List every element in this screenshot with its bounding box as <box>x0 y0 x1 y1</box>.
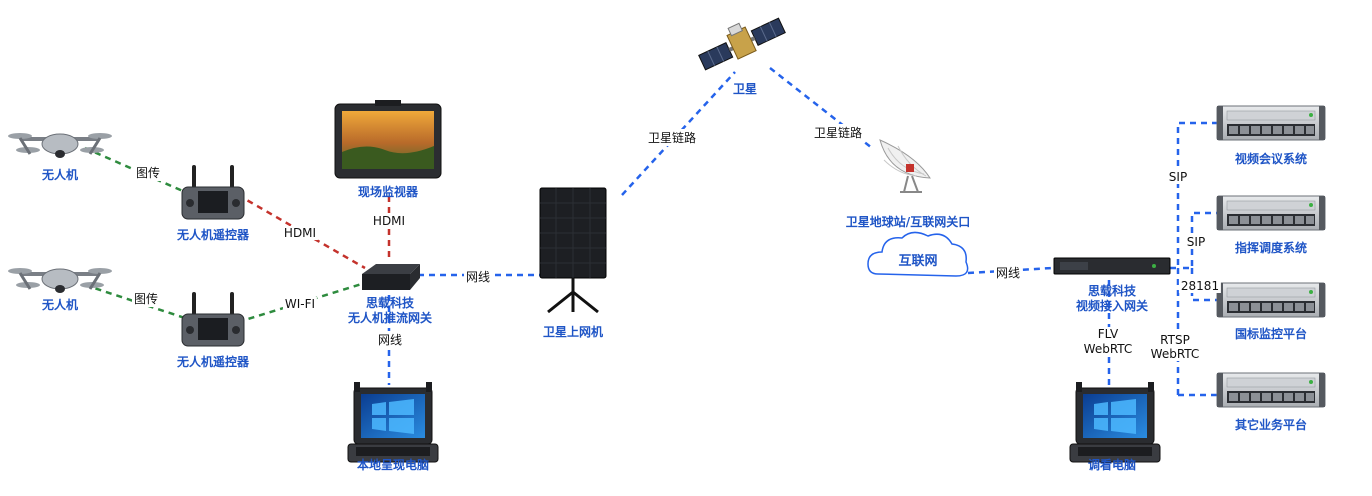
link-internet-gateway <box>967 266 1053 275</box>
label-ground-station: 卫星地球站/互联网关口 <box>845 215 971 229</box>
link-label-flv: FLV WebRTC <box>1081 327 1135 357</box>
link-label-28181: 28181 <box>1178 279 1222 293</box>
link-label-hdmi-mon: HDMI <box>370 214 408 228</box>
link-label-sat-link1: 卫星链路 <box>645 129 699 146</box>
link-rc1-gateway <box>237 193 366 270</box>
remote-controller-icon <box>181 291 245 347</box>
rack-server-icon <box>1216 105 1326 141</box>
label-local-pc: 本地呈现电脑 <box>356 458 430 472</box>
link-label-flv-line1: FLV <box>1097 327 1119 341</box>
label-gateway-line2: 无人机推流网关 <box>347 311 433 325</box>
label-server-dispatch: 指挥调度系统 <box>1234 241 1308 255</box>
label-video-gateway-line1: 思载科技 <box>1087 284 1137 298</box>
label-drone2: 无人机 <box>41 298 79 312</box>
label-gateway: 思载科技 无人机推流网关 <box>348 296 432 326</box>
rack-server-icon <box>1216 282 1326 318</box>
link-satterminal-satellite <box>621 71 736 196</box>
link-label-sip1: SIP <box>1166 170 1190 184</box>
link-label-tuchuan1: 图传 <box>133 164 163 181</box>
gateway-box-icon <box>362 264 420 290</box>
label-viewer-pc: 调看电脑 <box>1087 458 1137 472</box>
link-label-rtsp-line2: WebRTC <box>1150 347 1200 361</box>
link-label-net-sat: 网线 <box>463 268 493 285</box>
link-label-sat-link2: 卫星链路 <box>811 124 865 141</box>
label-sat-terminal: 卫星上网机 <box>542 325 604 339</box>
rack-server-icon <box>1216 195 1326 231</box>
label-internet: 互联网 <box>898 254 938 269</box>
remote-controller-icon <box>181 164 245 220</box>
link-label-sip2: SIP <box>1184 235 1208 249</box>
label-gateway-line1: 思载科技 <box>365 296 415 310</box>
label-server-other: 其它业务平台 <box>1234 418 1308 432</box>
link-label-rtsp: RTSP WebRTC <box>1148 333 1202 361</box>
label-monitor: 现场监视器 <box>357 185 419 199</box>
link-label-tuchuan2: 图传 <box>131 290 161 307</box>
label-rc2: 无人机遥控器 <box>176 355 250 369</box>
label-satellite: 卫星 <box>732 82 758 96</box>
link-label-flv-line2: WebRTC <box>1083 342 1133 356</box>
links <box>84 67 1217 397</box>
link-bus-vertical <box>1170 121 1217 397</box>
rack-server-icon <box>1216 372 1326 408</box>
label-server-gb: 国标监控平台 <box>1234 327 1308 341</box>
satellite-terminal-icon <box>539 187 607 314</box>
link-label-rtsp-line1: RTSP <box>1160 333 1190 347</box>
label-video-gateway: 思载科技 视频接入网关 <box>1076 284 1148 314</box>
field-monitor-icon <box>334 100 442 179</box>
label-drone1: 无人机 <box>41 168 79 182</box>
label-video-gateway-line2: 视频接入网关 <box>1075 299 1149 313</box>
link-label-net-internet: 网线 <box>993 264 1023 281</box>
cloud-icon <box>867 231 969 277</box>
link-label-hdmi-rc: HDMI <box>281 226 319 240</box>
link-label-net-local: 网线 <box>375 331 405 348</box>
label-server-conf: 视频会议系统 <box>1234 152 1308 166</box>
rugged-laptop-icon <box>1069 381 1161 463</box>
rugged-laptop-icon <box>347 381 439 463</box>
satellite-icon <box>698 17 786 71</box>
gateway-rack-icon <box>1053 257 1171 275</box>
satellite-dish-icon <box>879 139 931 193</box>
label-rc1: 无人机遥控器 <box>176 228 250 242</box>
link-label-wifi: WI-FI <box>282 297 318 311</box>
link-drone1-rc1 <box>84 146 186 194</box>
